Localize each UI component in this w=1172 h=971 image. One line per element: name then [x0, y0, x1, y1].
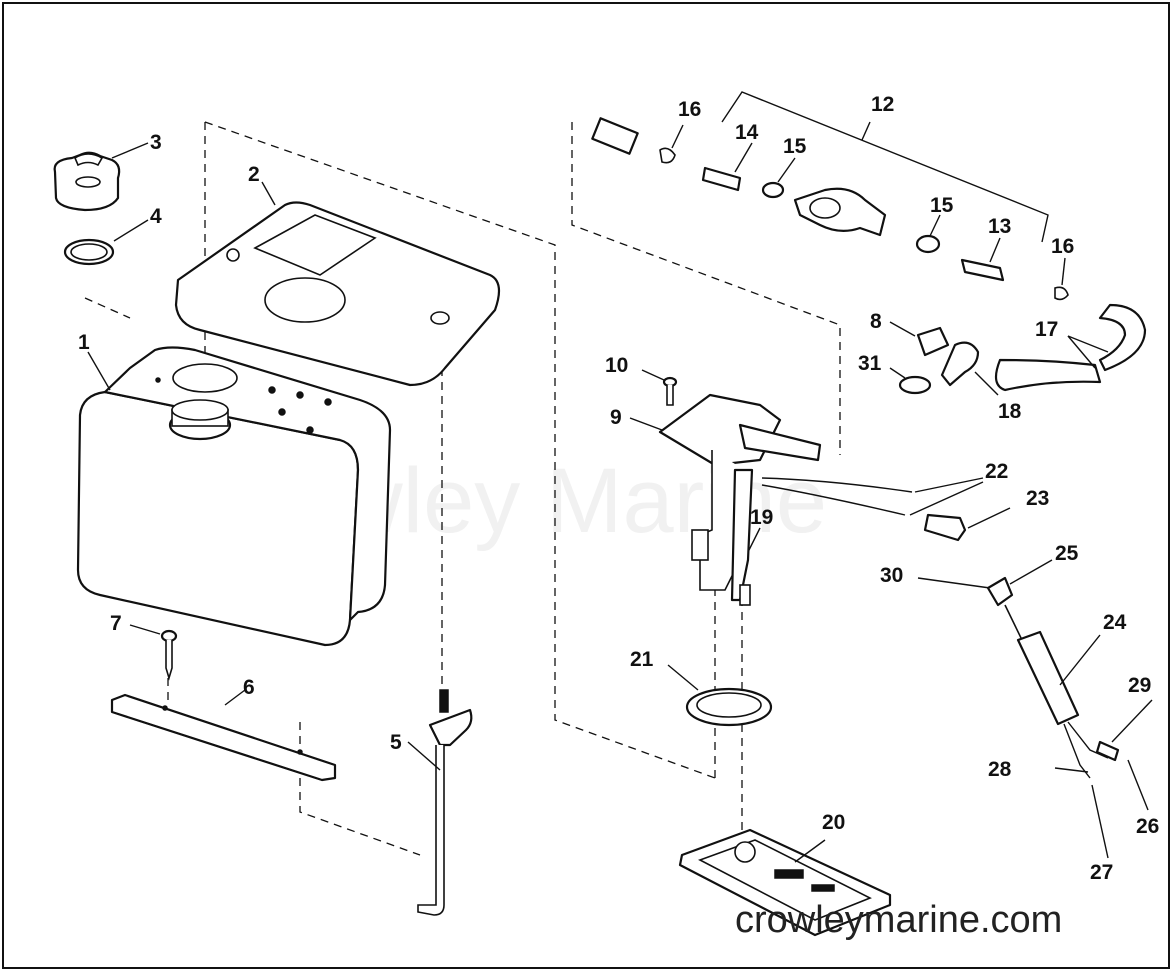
- fuel-hose: [994, 303, 1147, 392]
- callout-1: 1: [78, 331, 90, 354]
- pickup-screw: [641, 369, 678, 406]
- pickup-gasket: [667, 664, 773, 727]
- callout-14: 14: [735, 121, 759, 144]
- gauge-sender: [917, 559, 1153, 859]
- fuel-tank: [76, 346, 392, 647]
- callout-28: 28: [988, 758, 1012, 781]
- callout-20: 20: [822, 811, 845, 834]
- callout-16b: 16: [1051, 235, 1074, 258]
- site-url-text: crowleymarine.com: [735, 899, 1062, 941]
- callout-13: 13: [988, 215, 1011, 238]
- callout-19: 19: [750, 506, 773, 529]
- callout-10: 10: [605, 354, 628, 377]
- fuel-cap: [53, 142, 149, 212]
- callout-31: 31: [858, 352, 882, 375]
- callout-labels: 1 2 3 4 5 6 7 8 9 10 12 13 14 15 15 16 1…: [78, 93, 1159, 884]
- callout-3: 3: [150, 131, 162, 154]
- callout-23: 23: [1026, 487, 1049, 510]
- callout-24: 24: [1103, 611, 1127, 634]
- mounting-bracket: [110, 689, 337, 782]
- callout-9: 9: [610, 406, 622, 429]
- tank-shroud: [174, 181, 501, 387]
- callout-17: 17: [1035, 318, 1058, 341]
- wire-connector: [923, 507, 1011, 542]
- hose-clamps: [889, 321, 999, 396]
- callout-25: 25: [1055, 542, 1079, 565]
- primer-bulb-kit: [591, 91, 1069, 301]
- callout-29: 29: [1128, 674, 1151, 697]
- sender-wires: [761, 477, 984, 516]
- cap-gasket: [63, 219, 149, 266]
- callout-30: 30: [880, 564, 903, 587]
- callout-6: 6: [243, 676, 255, 699]
- filter-plate: [678, 828, 892, 937]
- fuel-pickup-assembly: [629, 393, 822, 606]
- fuel-gauge: [407, 689, 473, 916]
- callout-16a: 16: [678, 98, 701, 121]
- callout-8: 8: [870, 310, 882, 333]
- callout-26: 26: [1136, 815, 1159, 838]
- callout-4: 4: [150, 205, 162, 228]
- callout-12: 12: [871, 93, 894, 116]
- callout-15a: 15: [783, 135, 807, 158]
- callout-22: 22: [985, 460, 1008, 483]
- bracket-screw: [129, 624, 178, 681]
- callout-2: 2: [248, 163, 260, 186]
- callout-7: 7: [110, 612, 122, 635]
- callout-21: 21: [630, 648, 654, 671]
- callout-15b: 15: [930, 194, 954, 217]
- callout-27: 27: [1090, 861, 1113, 884]
- callout-5: 5: [390, 731, 402, 754]
- callout-18: 18: [998, 400, 1022, 423]
